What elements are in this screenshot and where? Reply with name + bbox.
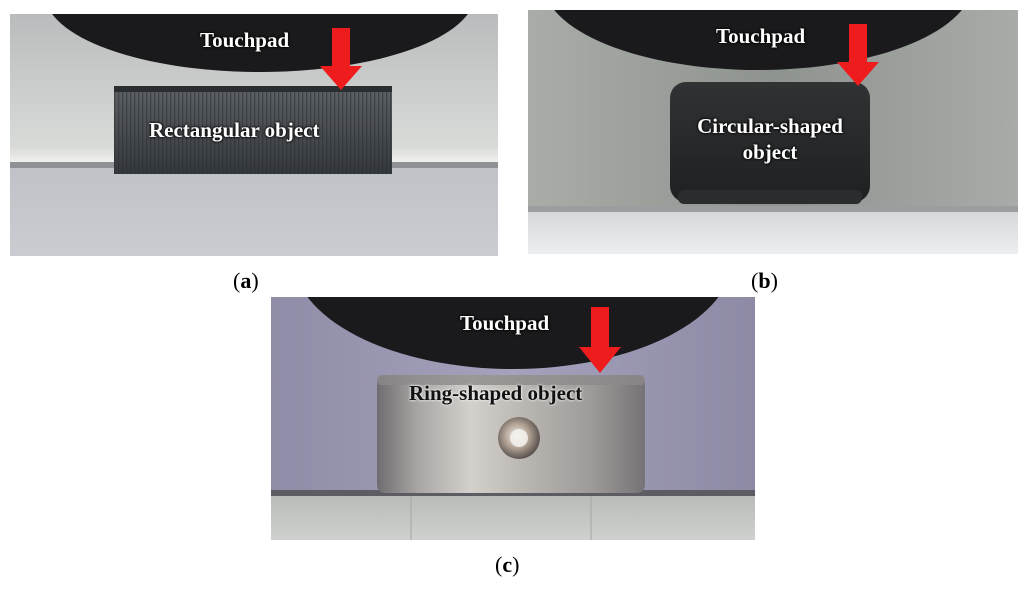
touchpad-a — [52, 14, 468, 72]
object-label-c: Ring-shaped object — [409, 381, 583, 405]
object-label-b: Circular-shaped object — [670, 114, 870, 165]
object-label-b-line1: Circular-shaped — [697, 114, 843, 138]
touchpad-label-c: Touchpad — [460, 311, 550, 335]
photo-panel-a: Touchpad Rectangular object — [10, 14, 498, 256]
arrow-a — [320, 28, 362, 90]
circular-object — [670, 82, 870, 202]
object-label-a: Rectangular object — [149, 118, 320, 142]
photo-panel-b: Touchpad Circular-shaped object — [528, 10, 1018, 254]
arrow-b — [837, 24, 879, 86]
touchpad-label-b: Touchpad — [716, 24, 806, 48]
touchpad-label-a: Touchpad — [200, 28, 290, 52]
photo-panel-c: Touchpad Ring-shaped object — [271, 297, 755, 540]
caption-b: (b) — [751, 268, 778, 293]
arrow-c — [579, 307, 621, 373]
caption-a: (a) — [233, 268, 259, 293]
photo-c-scene — [271, 297, 755, 540]
photo-b-scene — [528, 10, 1018, 254]
caption-c: (c) — [495, 552, 520, 577]
object-label-b-line2: object — [742, 139, 798, 164]
photo-a-scene — [10, 14, 498, 256]
